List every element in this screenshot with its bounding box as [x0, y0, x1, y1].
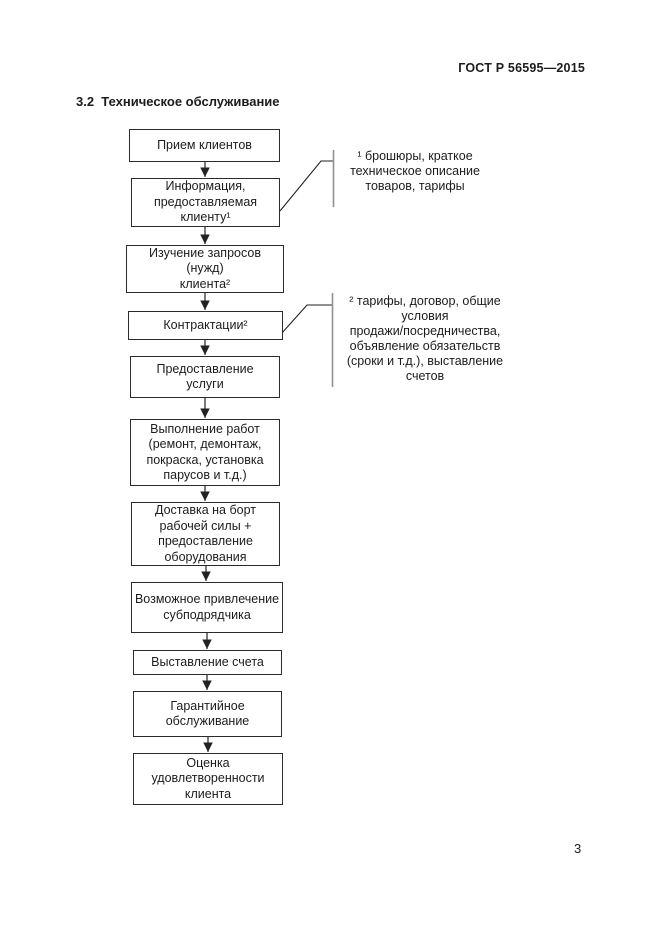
flow-step-satisfaction-assessment: Оценка удовлетворенности клиента — [133, 753, 283, 805]
flow-step-subcontractor: Возможное привлечение субподрядчика — [131, 582, 283, 633]
flow-step-work-execution: Выполнение работ (ремонт, демонтаж, покр… — [130, 419, 280, 486]
flow-step-service-provision: Предоставление услуги — [130, 356, 280, 398]
flow-step-warranty-service: Гарантийное обслуживание — [133, 691, 282, 737]
section-heading: 3.2 Техническое обслуживание — [76, 94, 280, 109]
flow-step-client-info: Информация, предоставляемая клиенту¹ — [131, 178, 280, 227]
page-number: 3 — [574, 841, 582, 856]
footnote-1: ¹ брошюры, краткое техническое описание … — [350, 149, 480, 193]
flow-step-onboard-delivery: Доставка на борт рабочей силы + предоста… — [131, 502, 280, 566]
footnote-bars — [331, 150, 335, 387]
flow-step-invoicing: Выставление счета — [133, 650, 282, 675]
flow-step-reception: Прием клиентов — [129, 129, 280, 162]
flow-step-contracting: Контрактации² — [128, 311, 283, 340]
footnote-callout-lines — [279, 160, 333, 334]
footnote-2: ² тарифы, договор, общие условия продажи… — [346, 294, 504, 383]
doc-code-header: ГОСТ Р 56595—2015 — [458, 61, 585, 75]
flow-step-needs-study: Изучение запросов (нужд) клиента² — [126, 245, 284, 293]
